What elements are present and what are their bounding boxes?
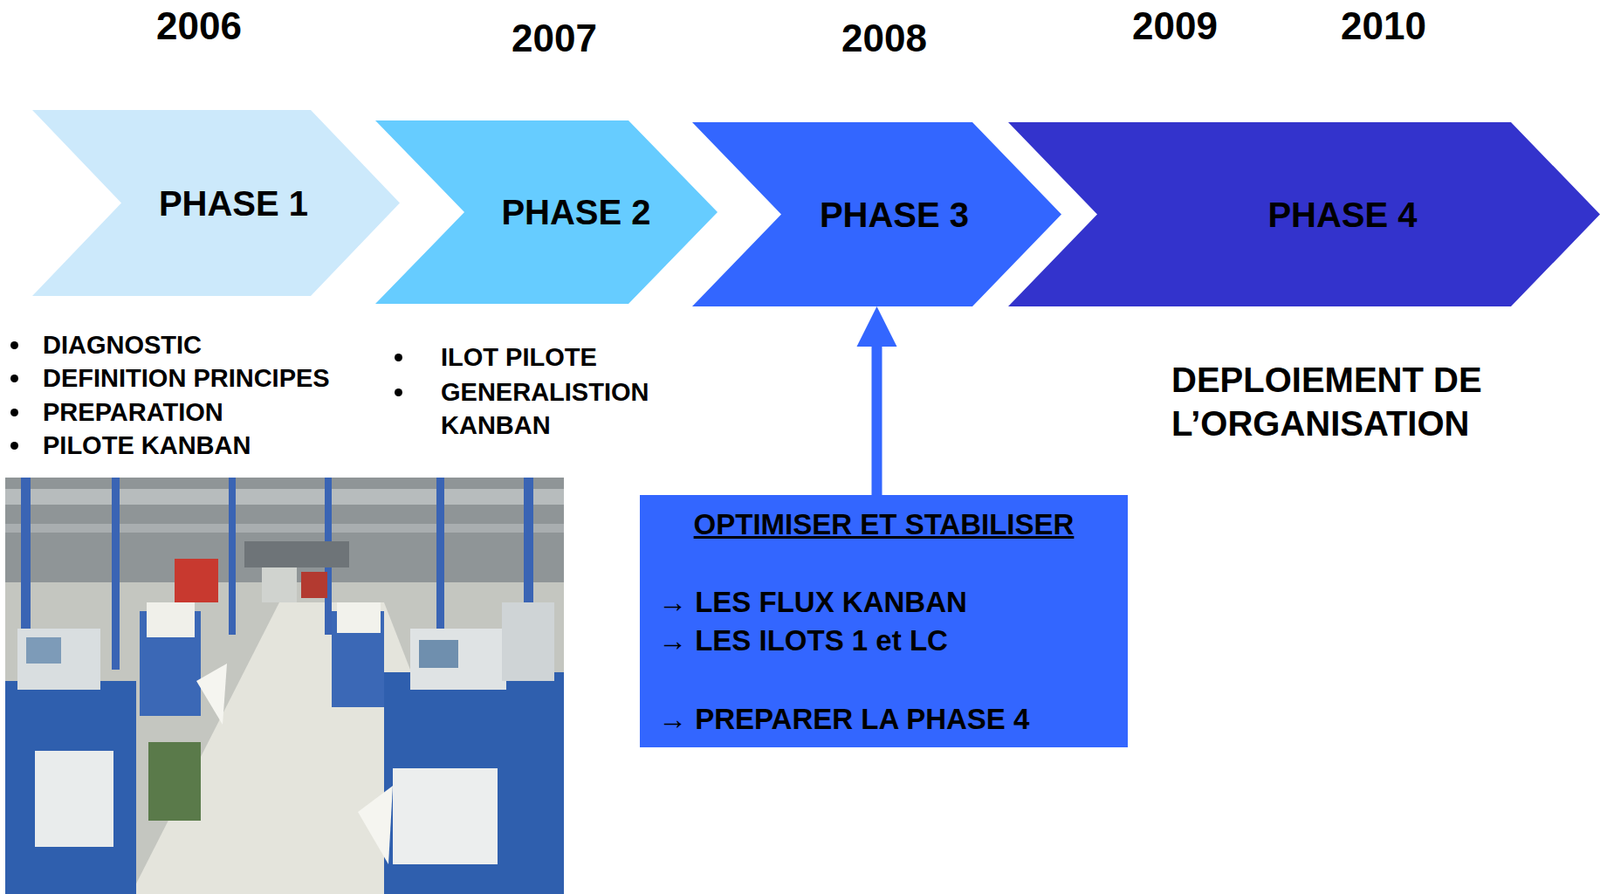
photo-detail: [392, 768, 498, 865]
bullet-item: ILOT PILOTE: [440, 340, 598, 374]
chevron-fill: [692, 122, 1062, 307]
phase-title: PHASE 4: [1267, 193, 1417, 236]
bullet-dot: [10, 441, 19, 450]
bullet-dot: [394, 388, 403, 397]
box-item: → LES ILOTS 1 et LC: [658, 621, 1110, 660]
year-label: 2006: [156, 2, 242, 49]
photo-detail: [5, 680, 137, 894]
bullet-dot: [10, 341, 19, 350]
box-heading: OPTIMISER ET STABILISER: [658, 505, 1110, 544]
photo-detail: [501, 602, 555, 681]
year-label: 2008: [841, 14, 928, 62]
bullet-dot: [10, 374, 19, 383]
process-box: OPTIMISER ET STABILISER → LES FLUX KANBAN…: [639, 494, 1128, 748]
photo-detail: [228, 477, 236, 635]
photo-detail: [301, 571, 328, 598]
photo-detail: [146, 602, 195, 638]
arrow-head: [857, 306, 898, 347]
bullet-item: DIAGNOSTIC: [42, 328, 202, 362]
year-label: 2010: [1340, 2, 1427, 49]
bullet-item: PREPARATION: [42, 395, 224, 429]
photo-detail: [5, 477, 564, 583]
bullet-item: DEFINITION PRINCIPES: [42, 361, 330, 395]
chevron-fill: [375, 120, 718, 304]
photo-detail: [174, 558, 219, 603]
box-item: → PREPARER LA PHASE 4: [658, 700, 1110, 739]
chevron-fill: [1008, 122, 1600, 307]
photo-detail: [261, 567, 297, 603]
photo-detail: [418, 639, 459, 668]
bullet-dot: [394, 353, 403, 362]
connector-arrow: [872, 344, 883, 495]
photo-detail: [196, 663, 227, 725]
photo-detail: [5, 523, 564, 533]
photo-detail: [26, 637, 62, 664]
year-label: 2007: [511, 14, 598, 62]
year-label: 2009: [1132, 2, 1218, 49]
photo-detail: [244, 541, 350, 568]
photo-detail: [17, 628, 101, 690]
photo-detail: [148, 741, 201, 821]
phase-note: DEPLOIEMENT DE L’ORGANISATION: [1171, 357, 1573, 446]
photo-detail: [410, 628, 507, 690]
photo-detail: [357, 785, 393, 865]
bullet-item: GENERALISTION KANBAN: [440, 375, 694, 442]
bullet-item: PILOTE KANBAN: [42, 428, 251, 462]
photo-detail: [5, 488, 564, 505]
photo-detail: [34, 750, 114, 847]
phase-title: PHASE 3: [819, 193, 969, 236]
photo-detail: [5, 477, 564, 894]
phase-chevron: PHASE 4: [1008, 122, 1600, 307]
photo-detail: [111, 477, 120, 670]
connector-group: [857, 306, 898, 495]
box-item: → LES FLUX KANBAN: [658, 583, 1110, 622]
chevron-fill: [32, 109, 400, 296]
bullet-dot: [10, 408, 19, 417]
photo-detail: [336, 602, 381, 633]
phase-title: PHASE 2: [501, 191, 651, 234]
phase-chevron: PHASE 2: [375, 120, 718, 304]
photo-detail: [384, 672, 564, 894]
phase-chevron: PHASE 1: [32, 109, 400, 296]
phase-chevron: PHASE 3: [692, 122, 1062, 307]
phase-title: PHASE 1: [158, 182, 309, 225]
